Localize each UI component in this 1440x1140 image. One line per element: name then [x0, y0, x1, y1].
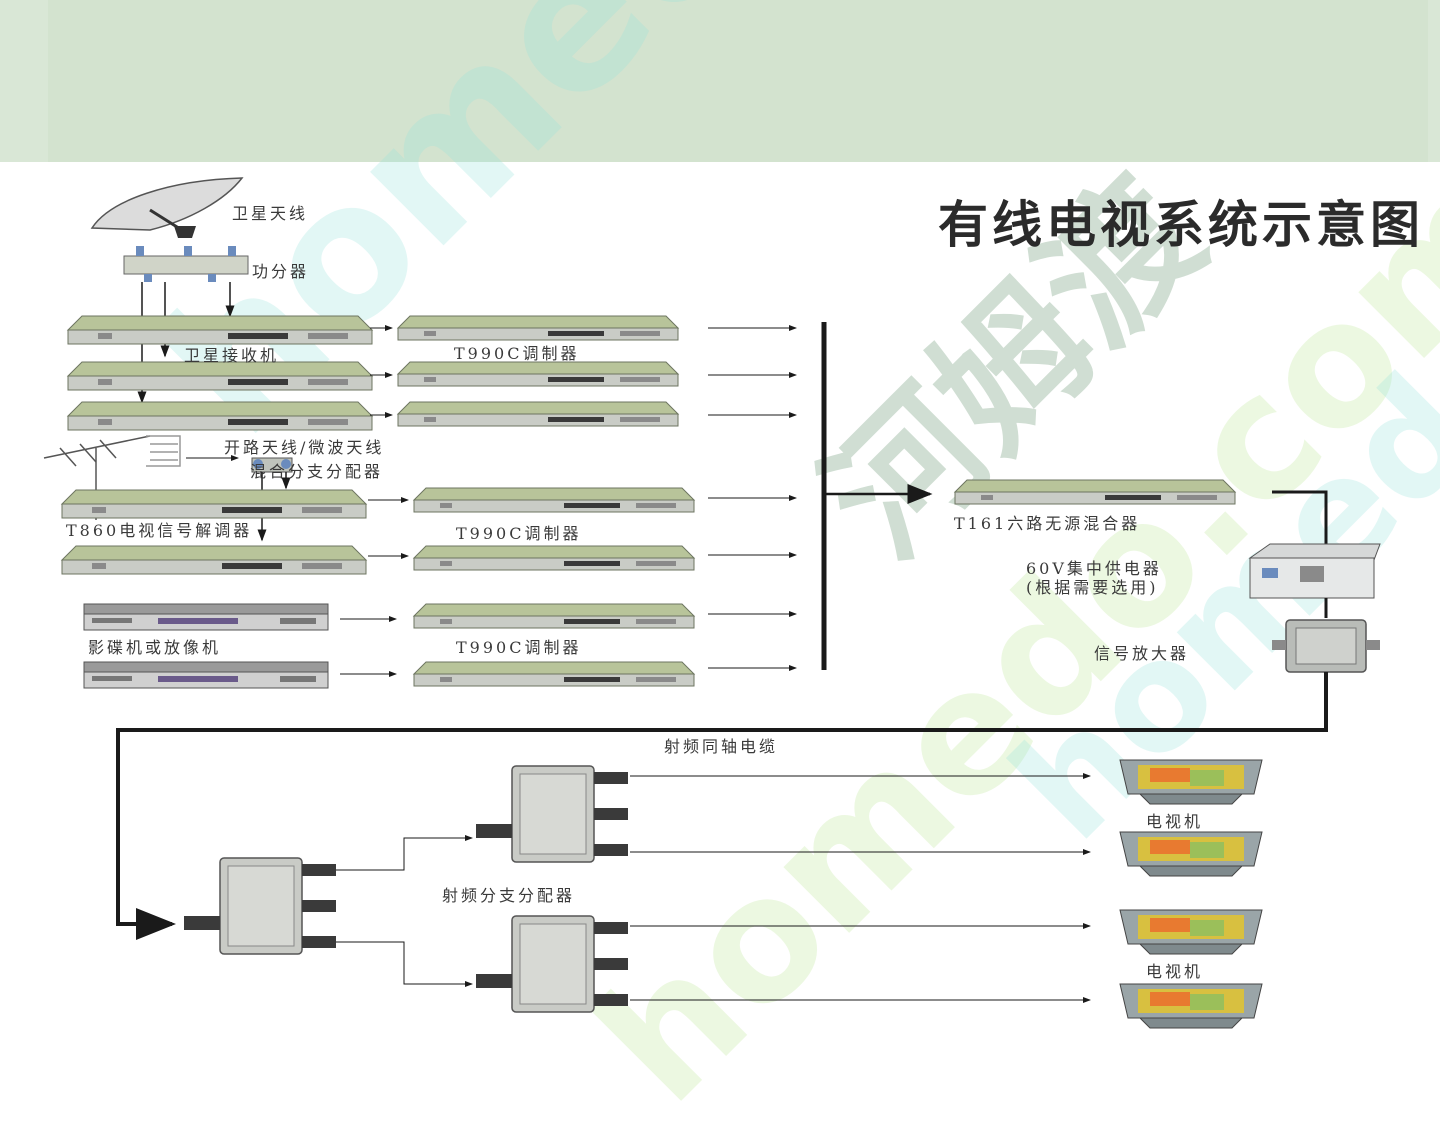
- rf-branch-lines: [336, 773, 1091, 1003]
- branch-distributor-device: [251, 457, 293, 473]
- tv-icon: [1119, 831, 1263, 877]
- rf-splitter-lower: [475, 915, 629, 1013]
- cable-tv-diagram: [43, 177, 1381, 1029]
- satellite-receiver-3: [67, 401, 373, 431]
- modulator-device: [397, 401, 679, 427]
- dvd-to-modulator-arrows: [340, 616, 397, 677]
- label-satellite-antenna: 卫星天线: [232, 204, 309, 223]
- rf-splitter-main: [183, 857, 337, 955]
- combiner-output-cable: [1272, 490, 1328, 550]
- rf-splitter-upper: [475, 765, 629, 863]
- header-panel: [48, 0, 1428, 162]
- label-power-supply: 60V集中供电器: [1026, 559, 1162, 578]
- label-modulator: T990C调制器: [456, 524, 582, 543]
- label-modulator: T990C调制器: [456, 638, 582, 657]
- combiner-device: [954, 479, 1236, 505]
- rf-coax-main-cable: [116, 672, 1328, 940]
- dvd-player-2: [83, 661, 329, 689]
- label-demodulator: T860电视信号解调器: [66, 521, 253, 540]
- modulator-device: [413, 603, 695, 629]
- header-band: [0, 0, 1440, 162]
- label-tv: 电视机: [1146, 962, 1204, 981]
- power-supply-device: [1248, 543, 1381, 599]
- demod-to-modulator-arrows: [368, 497, 409, 559]
- label-dvd-vcr: 影碟机或放像机: [88, 638, 222, 657]
- dvd-player-1: [83, 603, 329, 631]
- tv-icon: [1119, 983, 1263, 1029]
- tv-icon: [1119, 909, 1263, 955]
- label-combiner: T161六路无源混合器: [954, 514, 1141, 533]
- modulator-device: [413, 545, 695, 571]
- demodulator-1: [61, 489, 367, 519]
- satellite-receiver-2: [67, 361, 373, 391]
- demodulator-2: [61, 545, 367, 575]
- label-amplifier: 信号放大器: [1094, 644, 1190, 663]
- satellite-receiver-1: [67, 315, 373, 345]
- label-power-splitter: 功分器: [252, 262, 310, 281]
- modulator-output-arrows: [708, 325, 797, 671]
- label-satellite-receiver: 卫星接收机: [184, 346, 280, 365]
- diagram-title: 有线电视系统示意图: [938, 196, 1424, 254]
- label-branch-distributor: 混合分支分配器: [250, 462, 384, 481]
- modulator-device: [413, 661, 695, 687]
- tv-icon: [1119, 759, 1263, 805]
- power-splitter-device: [123, 246, 249, 282]
- label-power-supply-note: (根据需要选用): [1026, 578, 1159, 597]
- receiver-to-modulator-arrows: [370, 325, 393, 418]
- modulator-device: [397, 361, 679, 387]
- modulator-device: [397, 315, 679, 341]
- satellite-dish-icon: [90, 177, 244, 238]
- amplifier-device: [1272, 619, 1380, 673]
- label-rf-distributor: 射频分支分配器: [442, 886, 576, 905]
- modulator-device: [413, 487, 695, 513]
- label-tv: 电视机: [1146, 812, 1204, 831]
- label-modulator: T990C调制器: [454, 344, 580, 363]
- label-coax-cable: 射频同轴电缆: [664, 737, 779, 756]
- label-terrestrial-antenna: 开路天线/微波天线: [224, 438, 385, 457]
